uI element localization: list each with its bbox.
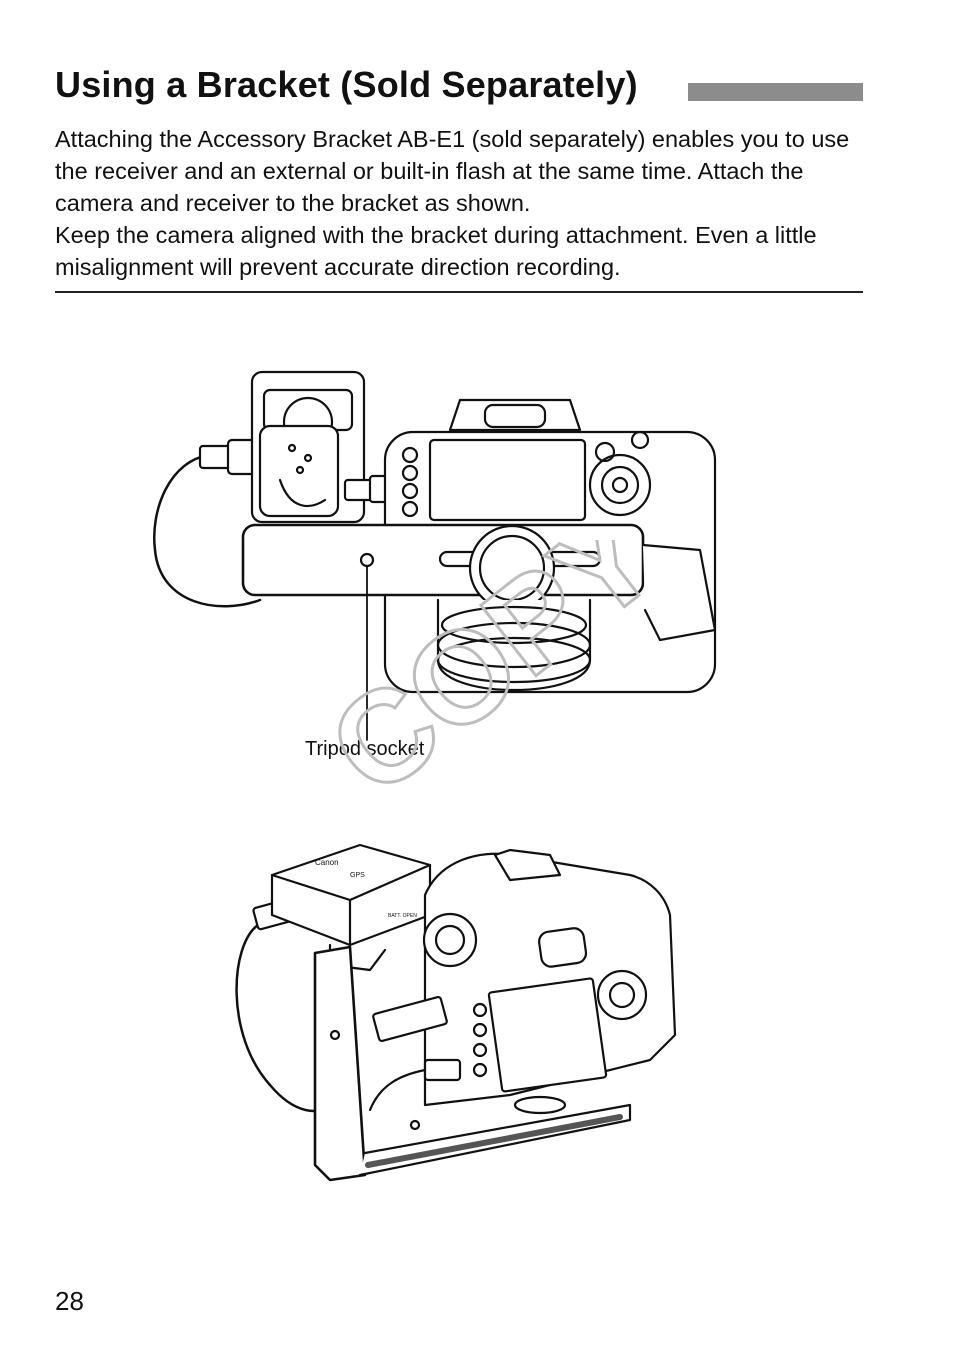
- receiver-brand-text: Canon: [315, 858, 339, 867]
- bracket-angled-view-illustration: Canon GPS BATT. OPEN: [210, 835, 690, 1190]
- receiver-gps-text: GPS: [350, 872, 365, 879]
- tripod-socket-label: Tripod socket: [305, 738, 425, 760]
- page-number: 28: [55, 1286, 84, 1316]
- paragraph-1: Attaching the Accessory Bracket AB-E1 (s…: [55, 126, 850, 216]
- paragraph-2: Keep the camera aligned with the bracket…: [55, 222, 817, 280]
- page-title: Using a Bracket (Sold Separately): [55, 64, 638, 105]
- receiver-batt-text: BATT. OPEN: [388, 913, 417, 919]
- bracket-rear-view-illustration: [140, 360, 740, 800]
- body-text: Attaching the Accessory Bracket AB-E1 (s…: [55, 123, 875, 283]
- section-rule: [55, 291, 863, 293]
- title-decoration-bar: [688, 83, 863, 101]
